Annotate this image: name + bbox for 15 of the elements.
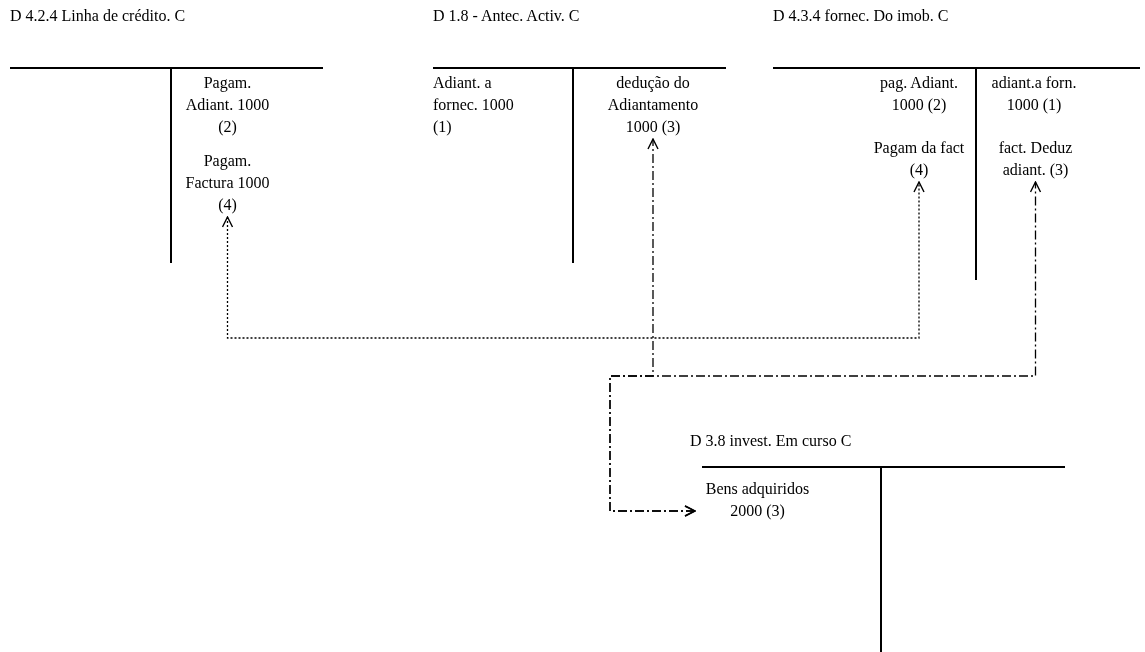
entry-text: Adiant. a fornec. 1000 (1) [433,72,518,138]
entry-text: fact. Deduz adiant. (3) [988,137,1083,181]
account-title: D 4.3.4 fornec. Do imob. C [773,6,949,26]
entry-text: Bens adquiridos 2000 (3) [695,478,820,522]
entry-text: pag. Adiant. 1000 (2) [865,72,973,116]
entry-text: Pagam da fact (4) [865,137,973,181]
entry-text: dedução do Adiantamento 1000 (3) [593,72,713,138]
account-title: D 3.8 invest. Em curso C [690,431,852,451]
entry-text: adiant.a forn. 1000 (1) [979,72,1089,116]
arrow [221,181,925,339]
account-title: D 4.2.4 Linha de crédito. C [10,6,186,26]
arrow [609,181,1042,517]
entry-text: Pagam. Factura 1000 (4) [180,150,275,216]
entry-text: Pagam. Adiant. 1000 (2) [180,72,275,138]
account-title: D 1.8 - Antec. Activ. C [433,6,580,26]
